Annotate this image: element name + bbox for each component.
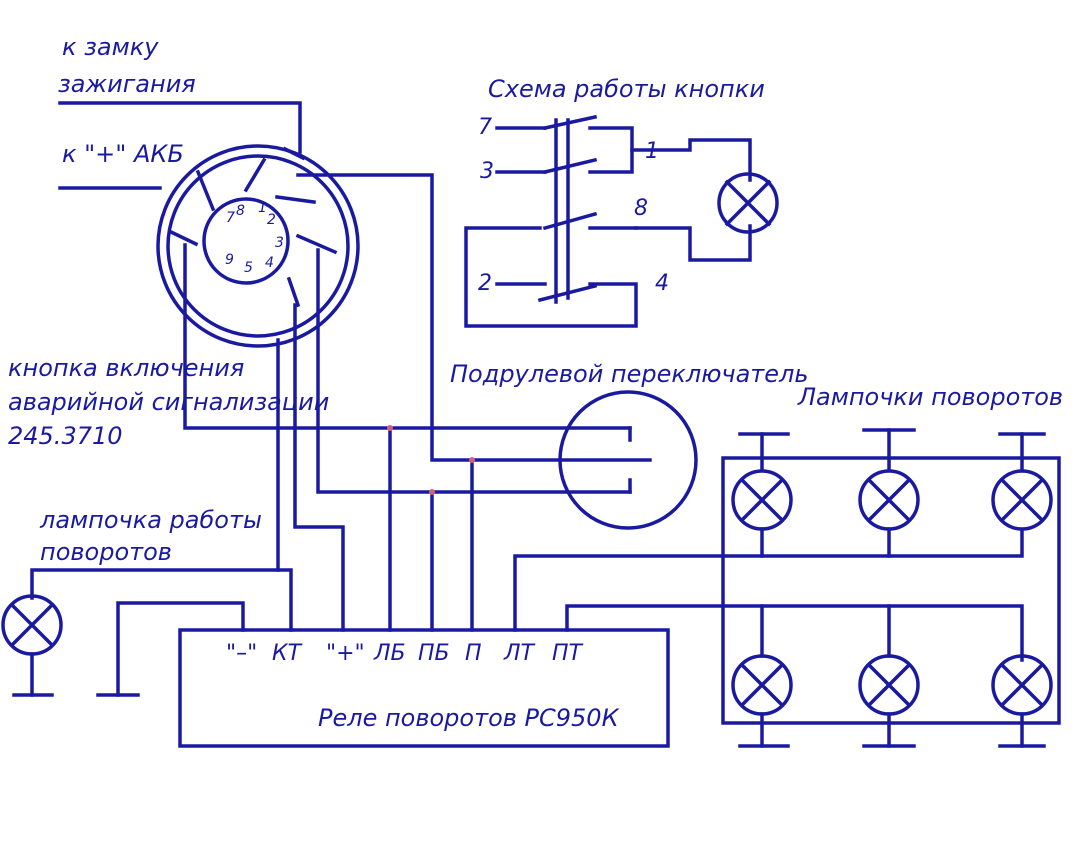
wire-relay-lt (513, 528, 1024, 632)
relay-terminal-label: ЛБ (373, 641, 406, 666)
scheme-blade (542, 157, 598, 175)
relay-terminal-label: "+" (326, 641, 365, 666)
contact-blade (195, 169, 216, 212)
turn-lamps-label: Лампочки поворотов (797, 383, 1063, 411)
scheme-lamp-return (634, 224, 752, 262)
hazard-button-outer-ring (156, 144, 360, 348)
contact-blade (275, 195, 316, 204)
hazard-button-inner-ring (166, 154, 350, 338)
contact-blade (243, 157, 267, 193)
contact-blade (286, 276, 301, 308)
hazard-button-label: кнопка включения (8, 354, 244, 382)
relay-name: Реле поворотов РС950К (318, 704, 620, 732)
scheme-blade (537, 283, 598, 303)
junction-dot (429, 489, 435, 495)
button-scheme-title: Схема работы кнопки (488, 75, 765, 103)
relay-terminal-label: КТ (272, 641, 303, 666)
hazard-button-label: аварийной сигнализации (8, 388, 329, 416)
junction-dot (469, 457, 475, 463)
pin-number: 4 (265, 255, 274, 271)
pin-number: 8 (236, 203, 245, 219)
column-switch-body (558, 390, 698, 530)
turn-lamp-icon (991, 432, 1053, 531)
pin-number: 2 (267, 212, 276, 228)
column-switch (558, 390, 698, 530)
relay-box (178, 628, 670, 748)
scheme-blade (542, 211, 598, 231)
ignition-wire (58, 101, 302, 154)
scheme-label-3: 3 (480, 159, 494, 184)
scheme-lamp-feed (630, 138, 752, 182)
scheme-label-2: 2 (478, 271, 492, 296)
relay-terminal-label: "–" (226, 641, 257, 666)
ignition-label: к замку (62, 33, 159, 61)
pin-number: 3 (275, 235, 284, 251)
wire-indicator (30, 568, 280, 600)
indicator-lamp-label: лампочка работы (39, 506, 262, 534)
scheme-lamp-icon (717, 172, 779, 234)
contact-blade (168, 229, 199, 247)
scheme-label-1: 1 (645, 139, 659, 164)
relay-terminal-label: ЛТ (503, 641, 536, 666)
turn-lamp-icon (858, 604, 920, 748)
scheme-contact-1 (588, 126, 634, 174)
hazard-button: 8 7 1 2 3 4 5 9 (156, 144, 360, 348)
scheme-label-4: 4 (655, 271, 669, 296)
wire-button-to-switch-center (296, 173, 652, 462)
scheme-loop (464, 226, 638, 328)
battery-label: к "+" АКБ (62, 140, 184, 168)
pin-number: 9 (225, 252, 234, 268)
scheme-label-7: 7 (478, 115, 492, 140)
indicator-lamp-icon (1, 594, 63, 656)
junction-dot (387, 425, 393, 431)
scheme-blade (542, 114, 598, 131)
wire-relay-pt (565, 604, 1024, 662)
hazard-button-code: 245.3710 (8, 422, 123, 450)
scheme-label-8: 8 (634, 196, 648, 221)
indicator-lamp-label: поворотов (40, 538, 172, 566)
turn-lamp-icon (991, 654, 1053, 748)
contact-blade (295, 233, 338, 255)
ignition-label: зажигания (58, 70, 196, 98)
turn-lamp-icon (731, 604, 793, 748)
pin-number: 1 (258, 200, 267, 216)
pin-number: 5 (244, 260, 253, 276)
turn-lamp-icon (731, 432, 793, 558)
wire-button-to-switch-top (183, 243, 632, 430)
relay-terminal-label: ПТ (552, 641, 584, 666)
button-scheme: 7 3 1 8 2 4 (464, 114, 779, 328)
contact-blade (282, 146, 306, 161)
relay-terminal-label: ПБ (418, 641, 450, 666)
column-switch-label: Подрулевой переключатель (450, 360, 809, 388)
pin-number: 7 (226, 210, 235, 226)
turn-lamps-box (721, 456, 1061, 725)
wire-button-to-relay-kt (276, 338, 293, 632)
relay-terminal-label: П (465, 641, 482, 666)
hazard-button-connector-core (202, 197, 290, 285)
wire-button-to-switch-bottom (316, 248, 632, 494)
turn-lamp-icon (858, 428, 920, 558)
wire-button-plus-to-relay (293, 303, 345, 632)
relay-minus-ground (116, 601, 245, 697)
